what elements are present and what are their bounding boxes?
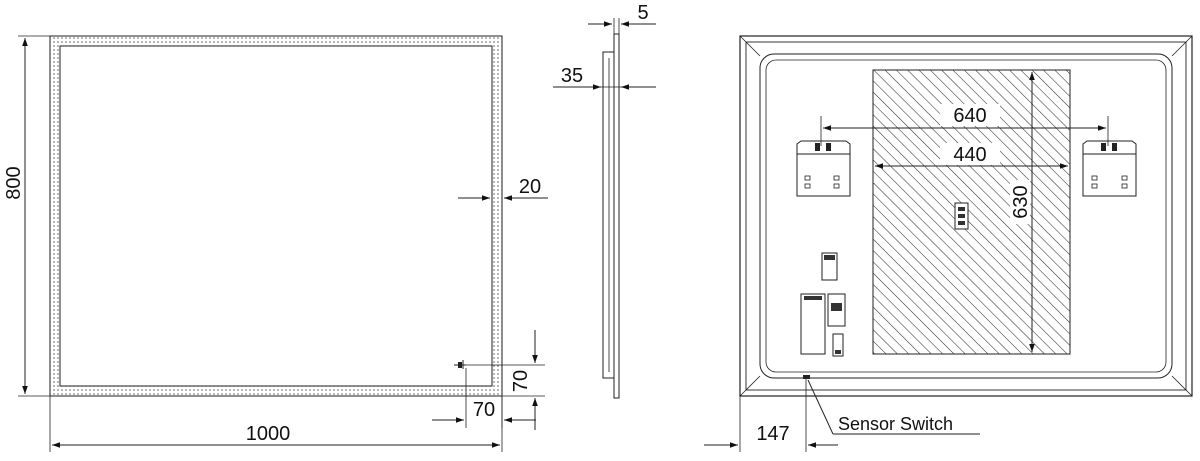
width-label: 1000	[246, 423, 291, 445]
height-dimension: 800	[3, 35, 50, 397]
sensor-offset-x-label: 70	[473, 399, 495, 421]
height-label: 800	[3, 166, 25, 199]
right-hanger-bracket	[1082, 140, 1137, 197]
led-strip-dimension: 20	[458, 176, 548, 206]
hanger-spacing-outer-dimension: 640	[820, 104, 1109, 146]
left-hanger-bracket	[796, 140, 851, 197]
sensor-offset-dimension: 147	[704, 379, 838, 452]
hanger-spacing-inner-label: 440	[953, 144, 986, 166]
glass-thickness-dimension: 5	[588, 2, 656, 34]
width-dimension: 1000	[49, 396, 503, 452]
led-strip-label: 20	[519, 176, 541, 198]
depth-dimension: 35	[553, 65, 656, 90]
sensor-offset-label: 147	[756, 423, 789, 445]
sensor-offset-y-label: 70	[510, 370, 532, 392]
glass-thickness-label: 5	[637, 2, 648, 24]
depth-label: 35	[561, 65, 583, 87]
hanger-spacing-outer-label: 640	[953, 105, 986, 127]
sensor-switch-callout: Sensor Switch	[807, 379, 980, 435]
sensor-offset-y-dimension: 70	[466, 330, 545, 430]
back-sensor-switch	[803, 375, 810, 379]
side-glass	[613, 33, 620, 399]
center-connector	[954, 202, 969, 230]
electrical-components	[800, 252, 846, 357]
hatched-panel-height-label: 630	[1010, 185, 1032, 218]
side-view: 5 35	[553, 2, 656, 399]
front-sensor-switch	[454, 360, 466, 369]
sensor-offset-x-dimension: 70	[432, 368, 536, 428]
mirror-glass	[59, 45, 493, 387]
back-view: 640 440 630 147 Sen	[704, 35, 1193, 452]
hanger-spacing-inner-dimension: 440	[875, 143, 1068, 169]
side-frame	[602, 51, 615, 379]
sensor-switch-label: Sensor Switch	[838, 414, 953, 434]
front-view: 800 1000 20 70	[3, 35, 548, 452]
hatched-panel-height-dimension: 630	[1010, 72, 1035, 352]
